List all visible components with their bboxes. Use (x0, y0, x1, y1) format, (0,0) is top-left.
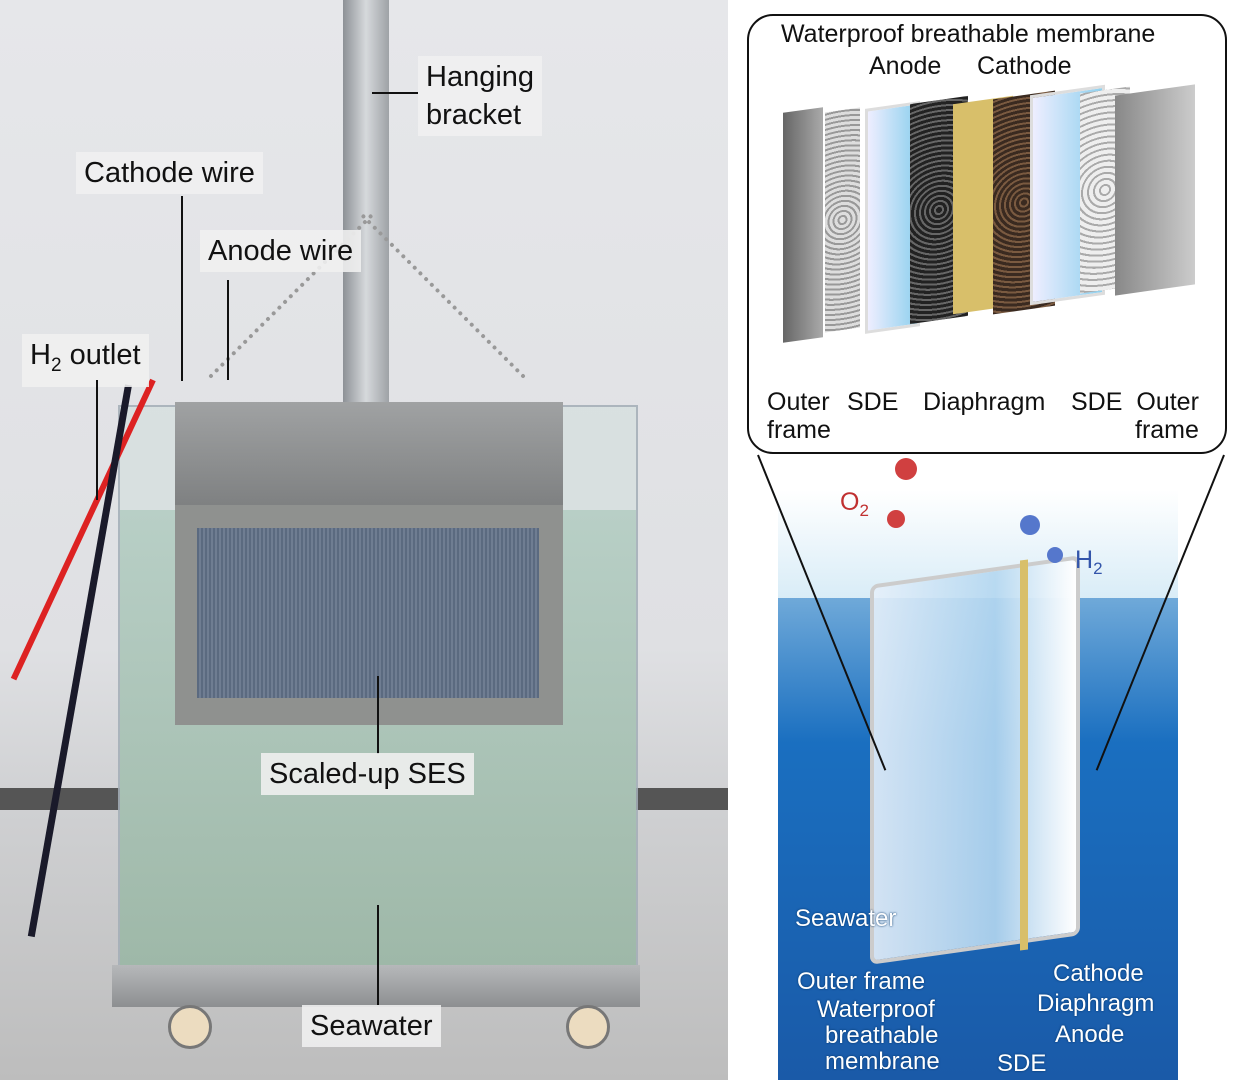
wheel-right (566, 1005, 610, 1049)
ses-lid (175, 402, 563, 507)
label-scaled-up-ses: Scaled-up SES (261, 753, 474, 795)
subscript: 2 (859, 501, 869, 520)
pole (343, 0, 389, 410)
tank-base (112, 965, 640, 1007)
leader-line (227, 280, 229, 380)
label-diaphragm-bottom: Diaphragm (1037, 990, 1155, 1017)
subscript: 2 (50, 354, 62, 376)
experiment-photo: Hanging bracket Cathode wire Anode wire H… (0, 0, 728, 1080)
outer-frame-right (1115, 84, 1195, 296)
outer-frame-left (783, 107, 823, 343)
label-line: frame (767, 416, 831, 444)
label-waterproof: Waterproof (817, 996, 935, 1023)
leader-line (377, 676, 379, 754)
h2-bubbles-icon (1020, 515, 1040, 535)
label-diaphragm: Diaphragm (923, 388, 1046, 416)
h-text: H (1075, 546, 1094, 574)
label-cathode-bottom: Cathode (1053, 960, 1144, 987)
leader-line (181, 196, 183, 381)
schematic: Waterproof breathable membrane Anode Cat… (745, 0, 1239, 1080)
label-sde-left: SDE (847, 388, 899, 416)
h-text: H (30, 339, 51, 371)
label-sde-bottom: SDE (997, 1050, 1047, 1077)
exploded-view-box (747, 14, 1227, 454)
ses-electrode (197, 528, 539, 698)
label-cathode-wire: Cathode wire (76, 152, 263, 194)
o-text: O (840, 488, 860, 516)
leader-line (372, 92, 418, 94)
label-line: Hanging (426, 61, 535, 93)
label-h2-outlet: H2 outlet (22, 334, 149, 387)
label-outer-frame: Outer frame (797, 968, 926, 995)
label-anode-bottom: Anode (1055, 1021, 1125, 1048)
label-line: frame (1135, 416, 1199, 444)
label-anode: Anode (869, 52, 942, 80)
label-line: Outer (767, 388, 830, 416)
black-wire (27, 384, 132, 938)
leader-line (377, 905, 379, 1005)
label-o2: O2 (840, 488, 869, 525)
label-h2: H2 (1075, 546, 1103, 583)
label-seawater: Seawater (302, 1005, 441, 1047)
outlet-text: outlet (61, 339, 141, 371)
o2-bubbles-icon (895, 458, 917, 480)
cell-body (870, 555, 1080, 965)
label-anode-wire: Anode wire (200, 230, 362, 272)
label-line: Outer (1136, 388, 1199, 416)
wheel-left (168, 1005, 212, 1049)
label-line: bracket (426, 99, 522, 131)
label-sde-right: SDE (1071, 388, 1123, 416)
subscript: 2 (1093, 559, 1103, 578)
label-membrane: Waterproof breathable membrane (781, 20, 1156, 48)
label-membrane-bottom: membrane (825, 1048, 940, 1075)
label-cathode: Cathode (977, 52, 1072, 80)
membrane-left (825, 107, 860, 333)
label-hanging-bracket: Hanging bracket (418, 56, 543, 136)
label-seawater: Seawater (795, 905, 897, 932)
label-breathable: breathable (825, 1022, 939, 1049)
cell-diaphragm-strip (1020, 559, 1028, 951)
leader-line (96, 380, 98, 500)
